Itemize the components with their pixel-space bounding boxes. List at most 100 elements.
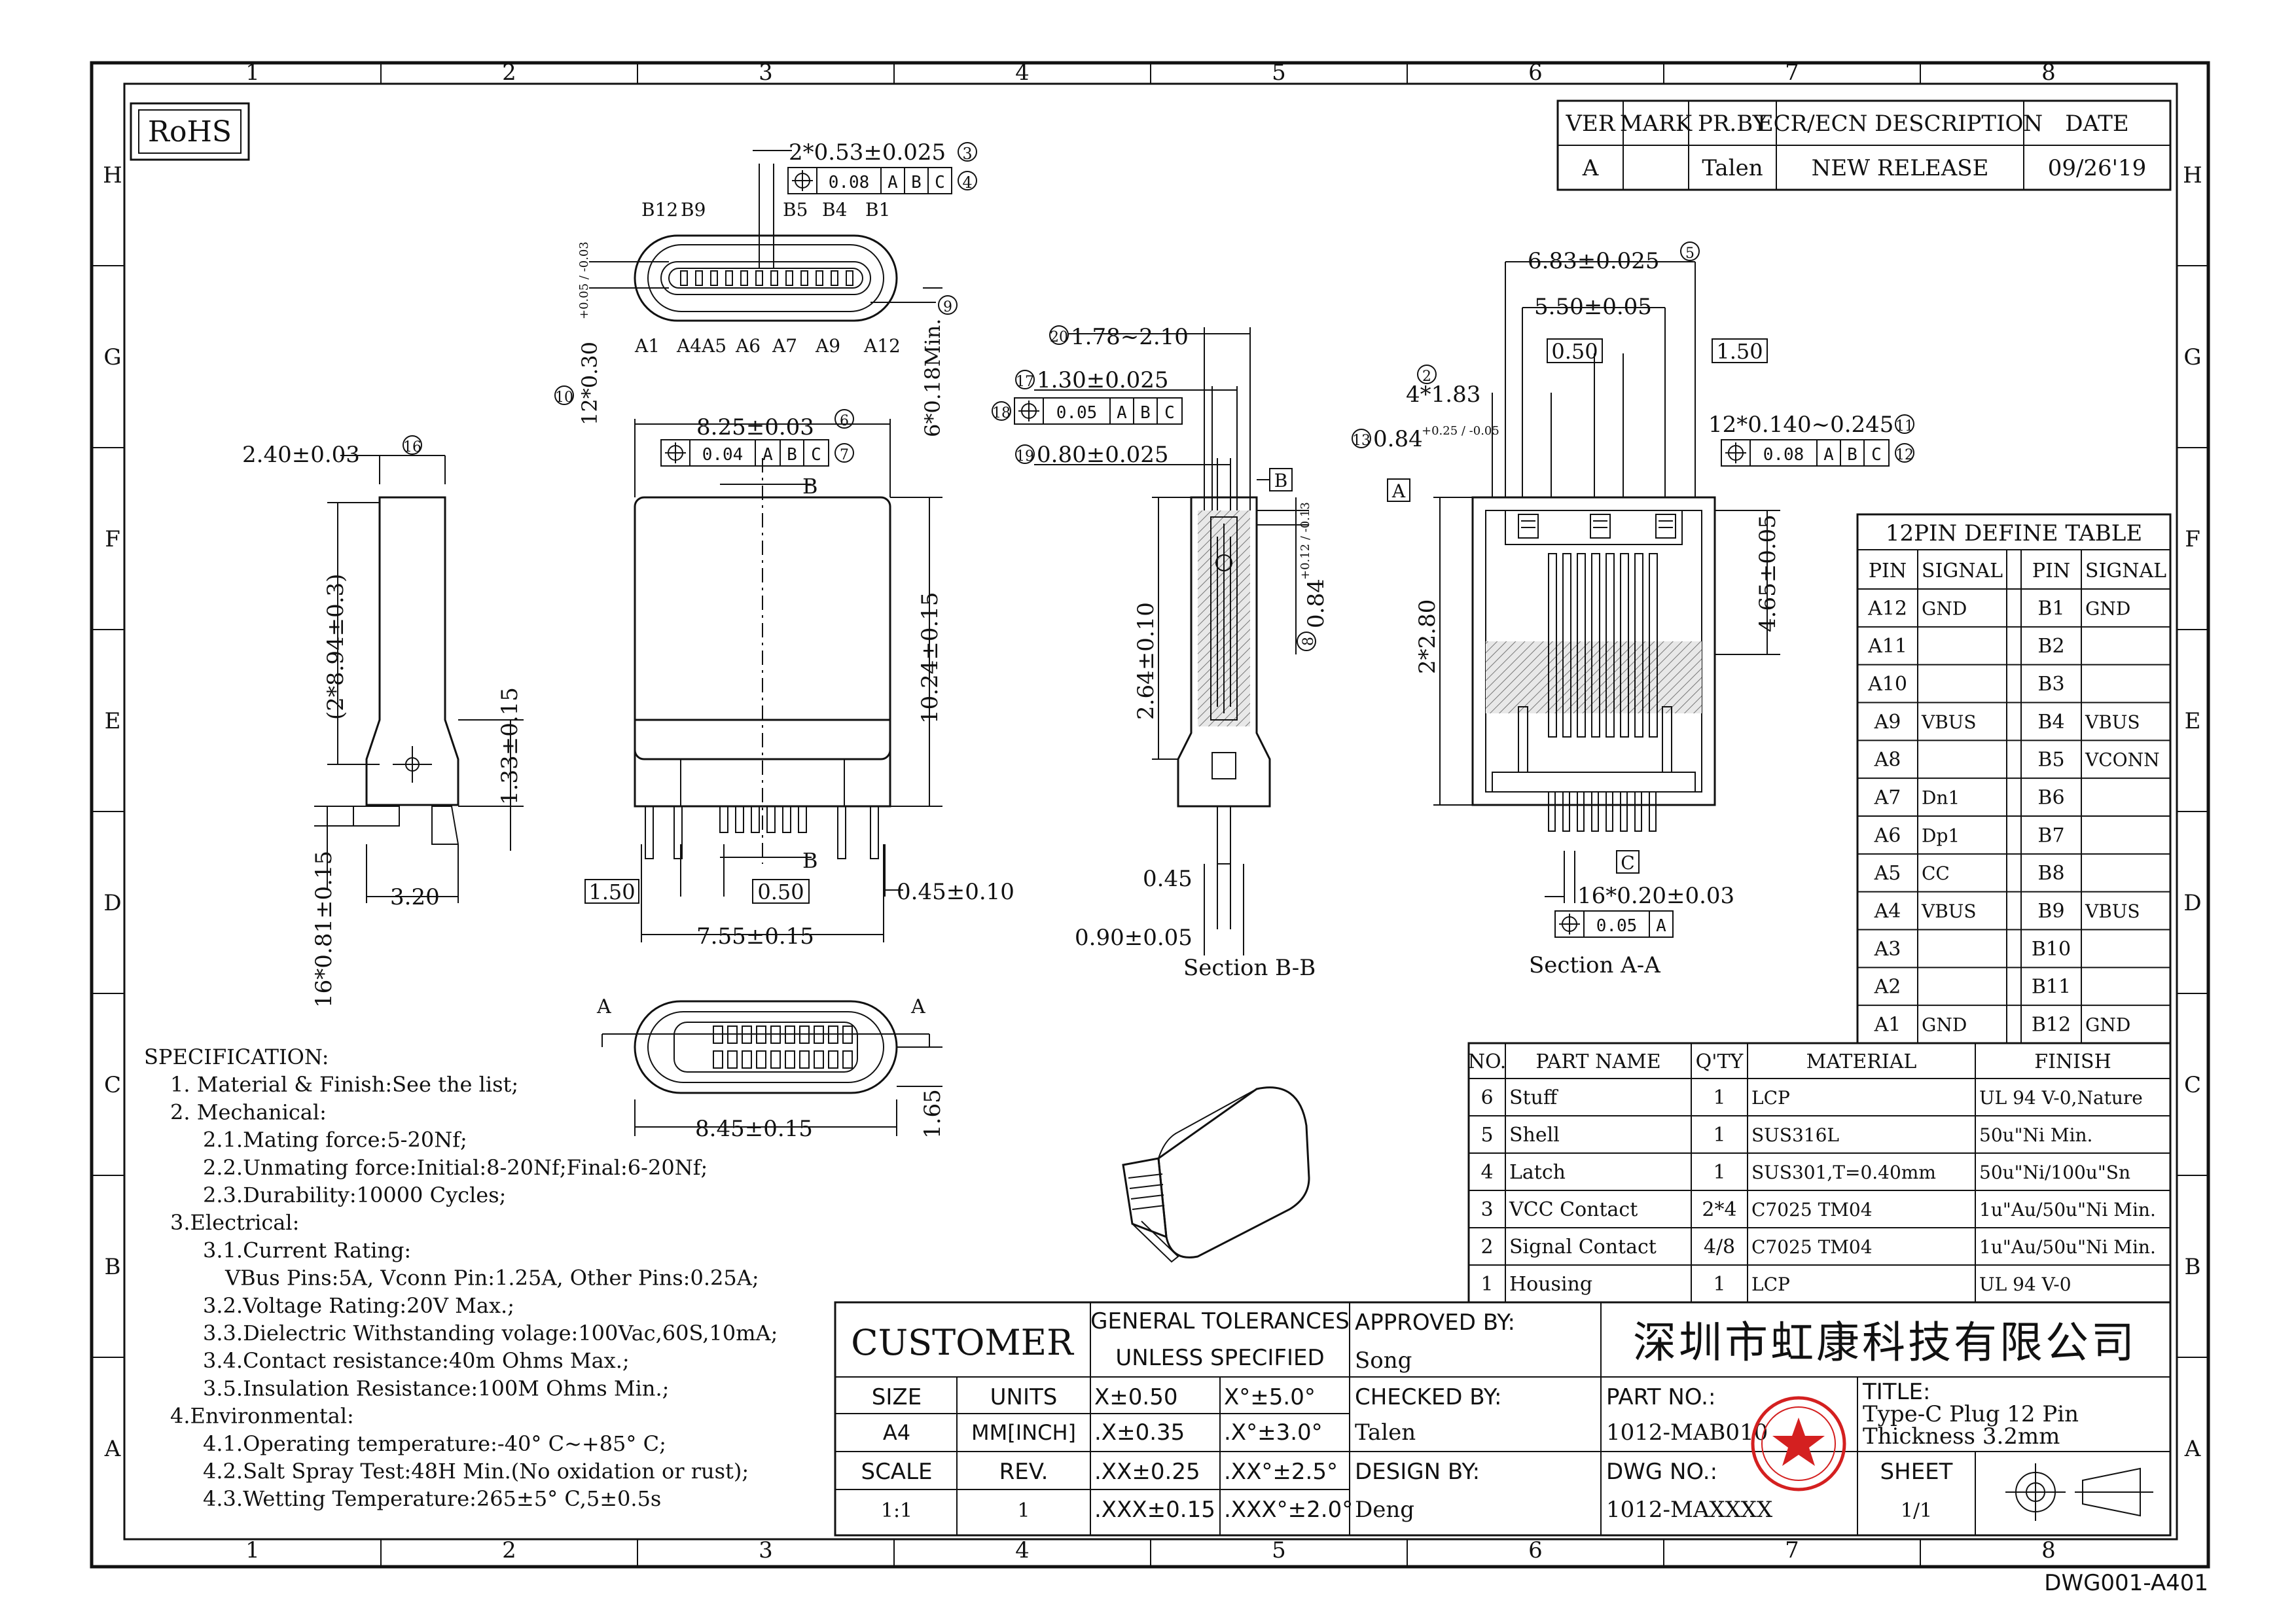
- part-qty-2: 1: [1713, 1161, 1725, 1184]
- section-a-label-right: A: [910, 995, 925, 1018]
- zone-col-top-1: 1: [245, 60, 260, 86]
- dim-d9-text: 6*0.18Min.: [920, 319, 945, 437]
- size-value: A4: [883, 1420, 910, 1445]
- pin-b-10: B11: [2032, 976, 2071, 999]
- signal-a-7: CC: [1922, 863, 1950, 884]
- fcf-c-value: 0.05: [1596, 916, 1638, 936]
- part-finish-3: 1u"Au/50u"Ni Min.: [1979, 1199, 2156, 1221]
- zone-row-left-A: A: [104, 1436, 121, 1462]
- fcf1-value: 0.08: [829, 173, 870, 192]
- zone-col-bottom-8: 8: [2041, 1537, 2056, 1563]
- dim-d16-tag: 16: [403, 439, 422, 455]
- zone-row-left-E: E: [105, 708, 121, 734]
- dim-d13-tol: +0.25 / -0.05: [1422, 424, 1499, 438]
- zone-col-bottom-5: 5: [1272, 1537, 1286, 1563]
- dim-d5-tag: 5: [1685, 245, 1695, 262]
- tolerance-linear-0: X±0.50: [1094, 1384, 1177, 1410]
- fcf7-datum-a: A: [762, 445, 773, 465]
- front-view: [634, 419, 942, 942]
- spec-line-13: 4.Environmental:: [170, 1404, 354, 1429]
- part-name-5: Housing: [1509, 1273, 1592, 1296]
- pin-a-10: A2: [1874, 976, 1901, 999]
- dim-1-33: 1.33±0.15: [497, 687, 523, 805]
- dim-d9-tag: 9: [943, 299, 952, 315]
- dim-d16: 2.40±0.03 16: [242, 435, 422, 468]
- spec-line-15: 4.2.Salt Spray Test:48H Min.(No oxidatio…: [203, 1459, 749, 1484]
- spec-line-4: 2.2.Unmating force:Initial:8-20Nf;Final:…: [203, 1155, 708, 1180]
- fcf-7: 0.04 A B C 7: [660, 439, 854, 467]
- pin-a-3: A9: [1874, 711, 1901, 734]
- pin-b-8: B9: [2037, 900, 2064, 923]
- zone-row-left-C: C: [104, 1072, 121, 1098]
- fcf1-datum-a: A: [888, 173, 898, 192]
- fcf12-datum-c: C: [1871, 445, 1882, 465]
- part-no-0: 6: [1480, 1086, 1493, 1109]
- pin-label-b1: B1: [865, 199, 890, 221]
- dim-7-55: 7.55±0.15: [696, 923, 814, 950]
- scale-value: 1:1: [881, 1499, 912, 1522]
- part-material-2: SUS301,T=0.40mm: [1751, 1162, 1936, 1183]
- tolerance-angular-2: .XX°±2.5°: [1224, 1459, 1338, 1485]
- rev-header-date: DATE: [2065, 111, 2128, 137]
- dim-d8-tol: +0.12 / -0.13: [1299, 502, 1312, 580]
- zone-row-left-F: F: [105, 526, 120, 552]
- checked-by-label: CHECKED BY:: [1355, 1384, 1501, 1410]
- spec-line-11: 3.4.Contact resistance:40m Ohms Max.;: [203, 1348, 630, 1373]
- signal-b-8: VBUS: [2085, 901, 2140, 922]
- pin-label-a7: A7: [772, 335, 797, 357]
- section-a-label-left: A: [596, 995, 611, 1018]
- tolerance-linear-1: .X±0.35: [1094, 1419, 1185, 1446]
- part-material-0: LCP: [1751, 1087, 1790, 1109]
- rohs-text: RoHS: [148, 115, 232, 149]
- pin-b-9: B10: [2032, 938, 2071, 961]
- dim-2-64: 2.64±0.10: [1133, 602, 1159, 720]
- dim-d10-tol: +0.05 / -0.03: [577, 241, 591, 319]
- zone-col-bottom-3: 3: [759, 1537, 773, 1563]
- design-by-value: Deng: [1355, 1497, 1414, 1523]
- pin-b-1: B2: [2037, 635, 2064, 658]
- dim-d8-tag: 8: [1300, 637, 1317, 646]
- pin-b-4: B5: [2037, 749, 2064, 772]
- datum-b-text: B: [1274, 470, 1288, 491]
- dim-d20-tag: 20: [1050, 329, 1068, 346]
- zone-col-bottom-6: 6: [1528, 1537, 1543, 1563]
- dim-d13: 13 0.84 +0.25 / -0.05: [1352, 424, 1499, 452]
- fcf12-tag: 12: [1895, 447, 1914, 463]
- zone-col-top-7: 7: [1785, 60, 1799, 86]
- units-value: MM[INCH]: [971, 1420, 1076, 1445]
- signal-a-3: VBUS: [1921, 711, 1977, 733]
- dim-d11: 12*0.140~0.245 11: [1708, 412, 1914, 438]
- zone-row-right-E: E: [2185, 708, 2201, 734]
- dim-1-65: 1.65: [920, 1089, 946, 1139]
- dim-1-50-aa-text: 1.50: [1716, 339, 1763, 364]
- pin-b-11: B12: [2032, 1013, 2071, 1036]
- part-finish-2: 50u"Ni/100u"Sn: [1979, 1162, 2130, 1183]
- dwg-no-value: 1012-MAXXXX: [1606, 1497, 1773, 1523]
- fcf-12: 0.08 A B C 12: [1721, 439, 1914, 467]
- dim-3-20: 3.20: [390, 884, 440, 910]
- tolerance-angular-0: X°±5.0°: [1224, 1384, 1316, 1410]
- pin-label-b9: B9: [681, 199, 706, 221]
- section-aa-view: [1433, 261, 1780, 903]
- fcf18-datum-c: C: [1164, 403, 1175, 423]
- pin-a-11: A1: [1874, 1013, 1901, 1036]
- revision-table: VER MARK PR.BY ECR/ECN DESCRIPTION DATE …: [1556, 99, 2172, 191]
- pin-header-pin-a: PIN: [1869, 560, 1907, 582]
- pin-b-0: B1: [2037, 597, 2064, 620]
- zone-row-right-C: C: [2184, 1072, 2201, 1098]
- dim-0-45-section: 0.45: [1143, 866, 1193, 892]
- title-line-1: Type-C Plug 12 Pin: [1863, 1401, 2079, 1427]
- dim-d11-tag: 11: [1895, 418, 1914, 435]
- parts-header-finish: FINISH: [2034, 1050, 2111, 1073]
- pin-label-a12: A12: [863, 335, 901, 357]
- dim-1-50: 1.50: [584, 879, 639, 904]
- zone-col-bottom-2: 2: [502, 1537, 516, 1563]
- pin-a-0: A12: [1867, 597, 1907, 620]
- dim-d1-text: 2*0.53±0.025: [789, 139, 946, 166]
- company-name: 深圳市虹康科技有限公司: [1633, 1317, 2137, 1368]
- dim-16x020: 16*0.20±0.03: [1577, 883, 1734, 909]
- spec-line-1: 1. Material & Finish:See the list;: [170, 1072, 518, 1097]
- parts-header-no: NO.: [1468, 1050, 1507, 1073]
- rohs-mark: RoHS: [130, 102, 250, 161]
- isometric-view: [1122, 1086, 1310, 1263]
